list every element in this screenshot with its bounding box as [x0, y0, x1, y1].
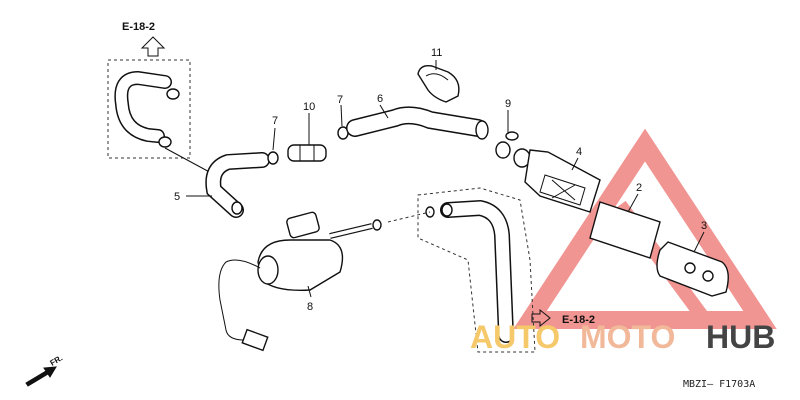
- ref-bottom-label: E-18-2: [562, 314, 595, 326]
- hose-5: [205, 152, 270, 218]
- holder-11: [417, 64, 460, 103]
- callout-5: 5: [174, 191, 180, 203]
- callout-leaders: [186, 60, 705, 298]
- reed-valve-4: [513, 148, 601, 213]
- callout-10: 10: [303, 101, 315, 113]
- group-frame-left: [107, 59, 191, 159]
- callout-9: 9: [505, 98, 511, 110]
- watermark-hub: HUB: [706, 319, 775, 355]
- wire-harness: [218, 259, 269, 352]
- leader-left-group: [164, 147, 216, 176]
- cover-3: [656, 241, 729, 297]
- front-arrow-icon: [25, 366, 57, 387]
- watermark-auto: AUTO: [470, 319, 560, 355]
- leader-center: [387, 211, 431, 223]
- watermark-moto: MOTO: [580, 319, 675, 355]
- right-arrow-icon: [531, 308, 551, 328]
- hose-center: [425, 199, 514, 343]
- clamp-7-left: [267, 151, 279, 165]
- callout-4: 4: [576, 146, 582, 158]
- hose-u-shaped: [114, 70, 180, 148]
- clamp-9-band: [505, 131, 519, 141]
- hose-6: [346, 106, 489, 140]
- ref-top-label: E-18-2: [122, 21, 155, 33]
- gasket-2: [589, 201, 661, 259]
- joint-10: [287, 144, 327, 162]
- control-valve-8: [257, 211, 382, 291]
- clamp-9: [495, 141, 511, 159]
- callout-8: 8: [307, 301, 313, 313]
- callout-6: 6: [377, 93, 383, 105]
- callout-3: 3: [701, 220, 707, 232]
- front-label: FR.: [49, 353, 65, 367]
- up-arrow-icon: [140, 36, 166, 57]
- diagram-code: MBZI– F1703A: [683, 379, 755, 390]
- callout-11: 11: [431, 47, 442, 59]
- callout-2: 2: [636, 182, 642, 194]
- callout-7-left: 7: [272, 115, 278, 127]
- callout-7-right: 7: [337, 94, 343, 106]
